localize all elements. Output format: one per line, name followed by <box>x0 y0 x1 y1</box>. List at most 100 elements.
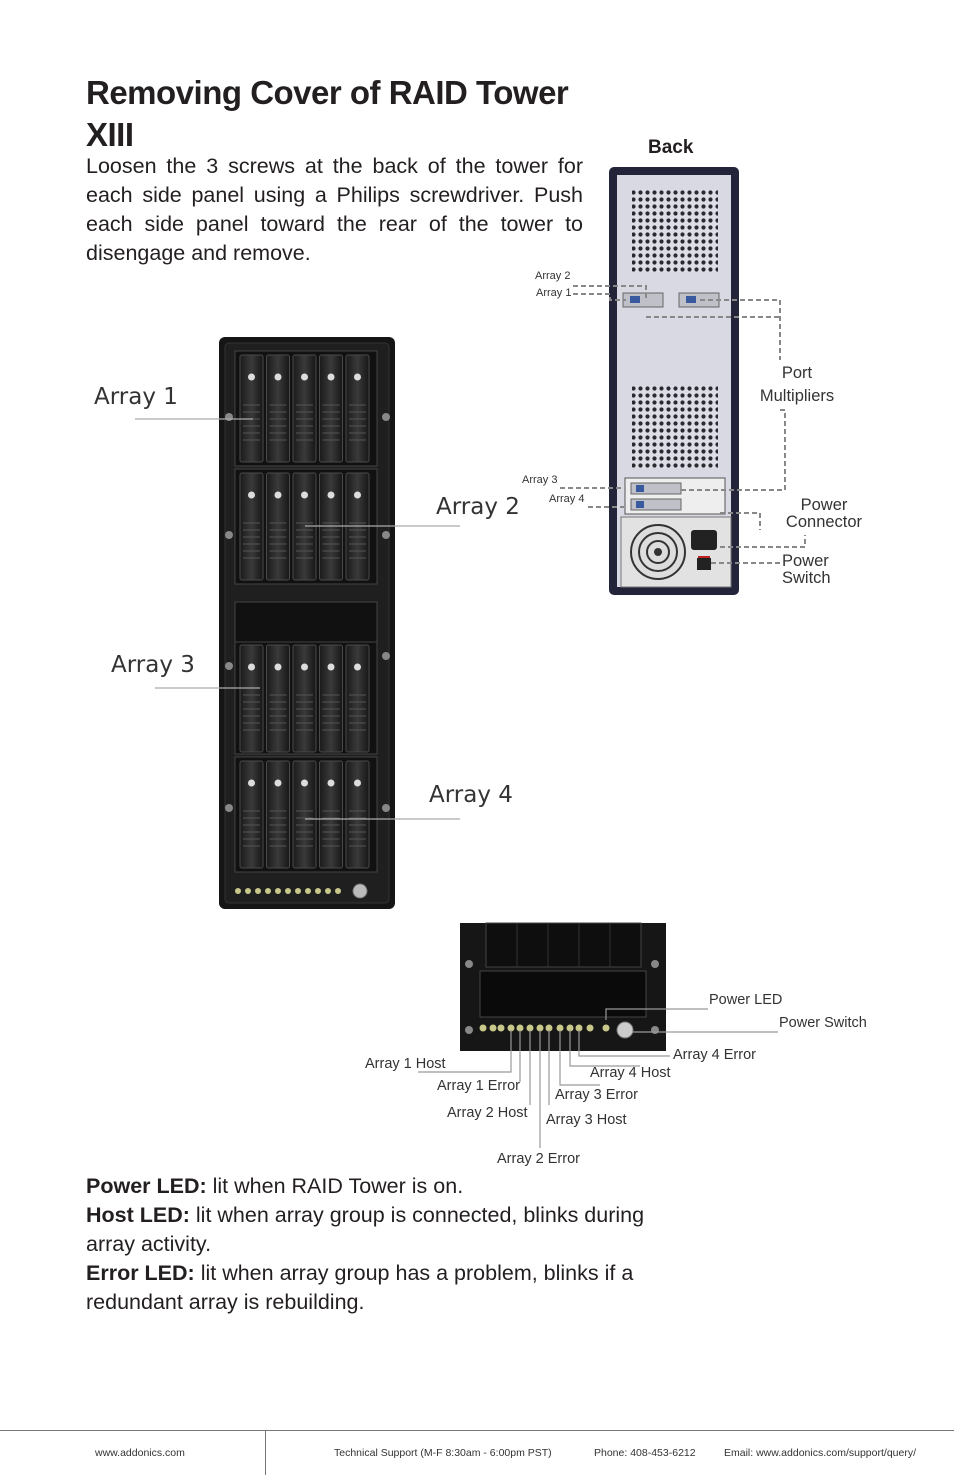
front-tower <box>219 337 395 909</box>
tray-lock <box>327 663 335 671</box>
tray-lock <box>248 779 255 787</box>
led-legend: Power LED: lit when RAID Tower is on. Ho… <box>86 1172 686 1317</box>
page-title: Removing Cover of RAID Tower XIII <box>86 74 569 153</box>
front-led <box>265 888 271 894</box>
drive-tray <box>292 760 317 869</box>
led-label-array3-error: Array 3 Error <box>555 1087 638 1103</box>
footer-email-link[interactable]: Email: www.addonics.com/support/query/ <box>724 1447 916 1459</box>
intro-paragraph: Loosen the 3 screws at the back of the t… <box>86 154 583 265</box>
front-label-array2: Array 2 <box>436 494 520 520</box>
led-label-array1-error: Array 1 Error <box>437 1078 520 1094</box>
drive-tray <box>345 354 370 463</box>
legend-error: Error LED: lit when array group has a pr… <box>86 1259 686 1317</box>
tray-lock <box>301 663 308 671</box>
front-led <box>235 888 241 894</box>
drive-tray <box>292 644 317 753</box>
front-led <box>315 888 321 894</box>
closeup-led <box>586 1024 594 1032</box>
drive-tray <box>266 354 290 463</box>
power-connector-line1: Power <box>800 496 848 514</box>
back-title: Back <box>648 137 694 158</box>
tray-lock <box>354 373 361 381</box>
tray-lock <box>274 491 282 499</box>
tray-lock <box>274 373 282 381</box>
back-tower <box>609 167 739 595</box>
back-label-array3: Array 3 <box>522 474 558 486</box>
legend-power-term: Power LED: <box>86 1174 207 1198</box>
legend-host: Host LED: lit when array group is connec… <box>86 1201 686 1259</box>
tray-lock <box>301 779 308 787</box>
closeup-led <box>575 1024 583 1032</box>
front-led <box>255 888 261 894</box>
tray-lock <box>354 491 361 499</box>
tray-lock <box>327 373 335 381</box>
tray-lock <box>274 779 282 787</box>
power-switch-back-line1: Power <box>782 552 829 570</box>
legend-error-text: lit when array group has a problem, blin… <box>86 1261 634 1314</box>
drive-tray <box>239 354 264 463</box>
tray-lock <box>248 373 255 381</box>
power-connector-line2: Connector <box>785 513 863 531</box>
closeup-led <box>536 1024 544 1032</box>
power-connector-label: Power Connector <box>781 497 867 531</box>
led-label-array2-host: Array 2 Host <box>447 1105 528 1121</box>
led-label-array3-host: Array 3 Host <box>546 1112 627 1128</box>
back-label-array4: Array 4 <box>549 493 585 505</box>
closeup-led <box>497 1024 505 1032</box>
closeup-led <box>479 1024 487 1032</box>
tray-lock <box>354 663 361 671</box>
drive-tray <box>345 644 370 753</box>
led-label-array1-host: Array 1 Host <box>365 1056 446 1072</box>
tray-lock <box>327 779 335 787</box>
closeup-led <box>489 1024 497 1032</box>
legend-error-term: Error LED: <box>86 1261 195 1285</box>
led-label-array4-host: Array 4 Host <box>590 1065 671 1081</box>
legend-host-term: Host LED: <box>86 1203 190 1227</box>
front-led <box>295 888 301 894</box>
closeup-led <box>556 1024 564 1032</box>
drive-tray <box>266 644 290 753</box>
front-led <box>285 888 291 894</box>
led-closeup <box>460 922 666 1051</box>
tray-lock <box>301 373 308 381</box>
front-led <box>245 888 251 894</box>
footer-phone: Phone: 408-453-6212 <box>594 1447 696 1459</box>
closeup-led <box>526 1024 534 1032</box>
drive-tray <box>319 760 343 869</box>
tray-lock <box>274 663 282 671</box>
closeup-led <box>566 1024 574 1032</box>
front-label-array1: Array 1 <box>94 384 178 410</box>
back-label-array2: Array 2 <box>535 270 571 282</box>
led-label-power-switch: Power Switch <box>779 1015 867 1031</box>
drive-tray <box>345 760 370 869</box>
port-multipliers-label: Port Multipliers <box>756 362 838 408</box>
drive-tray <box>292 354 317 463</box>
back-label-array1: Array 1 <box>536 287 572 299</box>
front-label-array4: Array 4 <box>429 782 513 808</box>
port-multipliers-line2: Multipliers <box>759 387 835 405</box>
front-led <box>275 888 281 894</box>
tray-lock <box>354 779 361 787</box>
legend-host-text: lit when array group is connected, blink… <box>86 1203 645 1256</box>
tray-lock <box>327 491 335 499</box>
closeup-led <box>507 1024 515 1032</box>
legend-power-text: lit when RAID Tower is on. <box>206 1174 464 1198</box>
closeup-led <box>545 1024 553 1032</box>
power-switch-back-line2: Switch <box>782 569 831 587</box>
drive-tray <box>266 760 290 869</box>
tray-lock <box>248 663 255 671</box>
closeup-led <box>516 1024 524 1032</box>
front-led <box>325 888 331 894</box>
drive-tray <box>239 644 264 753</box>
footer-support: Technical Support (M-F 8:30am - 6:00pm P… <box>334 1447 552 1459</box>
drive-tray <box>239 472 264 581</box>
tray-lock <box>301 491 308 499</box>
footer-divider <box>0 1430 954 1431</box>
footer-website-link[interactable]: www.addonics.com <box>95 1447 185 1459</box>
drive-tray <box>319 354 343 463</box>
drive-tray <box>266 472 290 581</box>
tray-lock <box>248 491 255 499</box>
closeup-led <box>602 1024 610 1032</box>
drive-tray <box>319 644 343 753</box>
